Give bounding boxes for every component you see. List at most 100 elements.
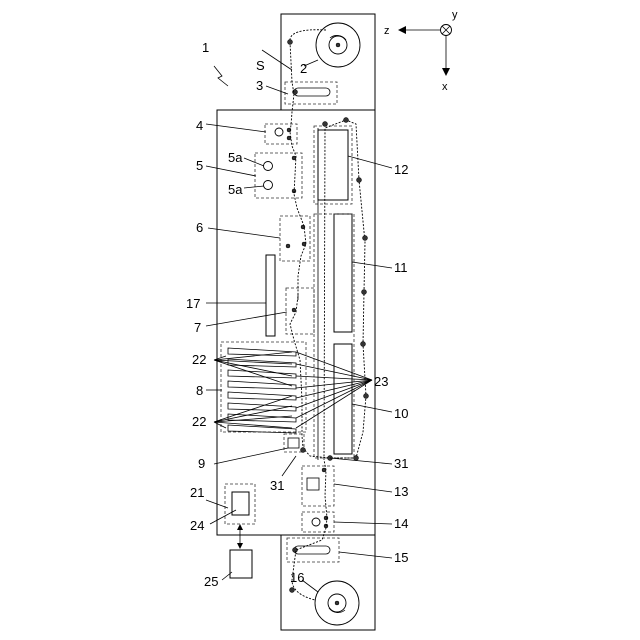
label-5a-top: 5a (228, 150, 243, 165)
leader-14 (334, 522, 392, 524)
leader-s (262, 50, 292, 70)
leader-4 (206, 124, 266, 132)
leader-5 (206, 166, 256, 176)
web-path-s (290, 30, 366, 600)
label-17: 17 (186, 296, 200, 311)
label-8: 8 (196, 383, 203, 398)
label-16: 16 (290, 570, 304, 585)
label-9: 9 (198, 456, 205, 471)
label-5a-bottom: 5a (228, 182, 243, 197)
print-unit-5 (228, 392, 296, 400)
unwind-roll-axle (336, 43, 340, 47)
leader-6 (208, 228, 280, 238)
leader-9 (214, 448, 288, 464)
guide-roller-3 (323, 122, 328, 127)
label-1: 1 (202, 40, 209, 55)
label-24: 24 (190, 518, 204, 533)
station-7-roller (292, 308, 296, 312)
label-25: 25 (204, 574, 218, 589)
print-unit-4 (228, 381, 296, 389)
link-arrow-down (237, 543, 243, 549)
label-31-left: 31 (270, 478, 284, 493)
station-3-slot (294, 88, 330, 96)
label-22-bottom: 22 (192, 414, 206, 429)
label-13: 13 (394, 484, 408, 499)
leader-22-bot-d (214, 422, 292, 428)
guide-roller-5 (363, 236, 368, 241)
label-s: S (256, 58, 265, 73)
station-5a-unit-bottom (264, 181, 273, 190)
label-4: 4 (196, 118, 203, 133)
leader-31-left (282, 456, 296, 476)
leader-10 (352, 404, 392, 412)
station-15-slot (294, 546, 330, 554)
guide-roller-9 (354, 456, 359, 461)
label-15: 15 (394, 550, 408, 565)
z-arrowhead (398, 26, 406, 34)
print-unit-2 (228, 359, 296, 367)
z-axis-label: z (384, 25, 390, 37)
controller-24 (232, 492, 249, 515)
guide-roller-4 (357, 178, 362, 183)
leader-31-right (330, 458, 392, 464)
station-6-roller-a (286, 244, 290, 248)
label-12: 12 (394, 162, 408, 177)
guide-rollers (288, 40, 369, 593)
label-7: 7 (194, 320, 201, 335)
control-21-box (225, 484, 255, 524)
station-5a-unit-top (264, 162, 273, 171)
y-axis-label: y (452, 9, 458, 21)
label-31-right: 31 (394, 456, 408, 471)
rewind-roll-axle (335, 601, 339, 605)
leader-lines (206, 50, 392, 592)
guide-roller-1 (288, 40, 293, 45)
guide-roller-8 (364, 394, 369, 399)
label-3: 3 (256, 78, 263, 93)
leader-5a-top (244, 158, 264, 166)
guide-roller-2 (344, 118, 349, 123)
coordinate-axes: z y x (384, 9, 458, 93)
pointer-1 (214, 66, 228, 86)
label-21: 21 (190, 485, 204, 500)
label-14: 14 (394, 516, 408, 531)
leader-24 (210, 510, 236, 524)
dryer-10 (334, 344, 352, 454)
station-17-plate (266, 255, 275, 336)
guide-roller-11 (301, 448, 306, 453)
station-7-box (286, 288, 314, 334)
label-6: 6 (196, 220, 203, 235)
leader-22-bot-a (214, 396, 292, 422)
leader-15 (339, 552, 392, 558)
leader-13 (334, 484, 392, 492)
label-23: 23 (374, 374, 388, 389)
rewind-roll (315, 581, 359, 625)
guide-roller-7 (361, 342, 366, 347)
link-arrow-up (237, 524, 243, 530)
station-14-sensor (312, 518, 320, 526)
leader-5a-bot (244, 186, 264, 188)
external-unit-25 (230, 550, 252, 578)
leader-11 (352, 262, 392, 268)
main-machine-frame (217, 110, 375, 535)
label-2: 2 (300, 61, 307, 76)
dryer-12-frame (314, 126, 352, 204)
print-unit-3 (228, 370, 296, 378)
label-11: 11 (394, 260, 408, 275)
label-10: 10 (394, 406, 408, 421)
guide-roller-12 (290, 588, 295, 593)
guide-roller-6 (362, 290, 367, 295)
station-13-unit (307, 478, 319, 490)
x-arrowhead (442, 68, 450, 76)
leader-22-bot-b (214, 406, 292, 422)
label-5: 5 (196, 158, 203, 173)
dryer-12 (318, 130, 348, 200)
station-9-unit (288, 438, 299, 448)
unwind-roll (316, 23, 360, 67)
label-22-top: 22 (192, 352, 206, 367)
station-4-sensor (275, 128, 283, 136)
x-axis-label: x (442, 81, 448, 93)
leader-12 (348, 156, 392, 168)
dryer-11 (334, 214, 352, 332)
